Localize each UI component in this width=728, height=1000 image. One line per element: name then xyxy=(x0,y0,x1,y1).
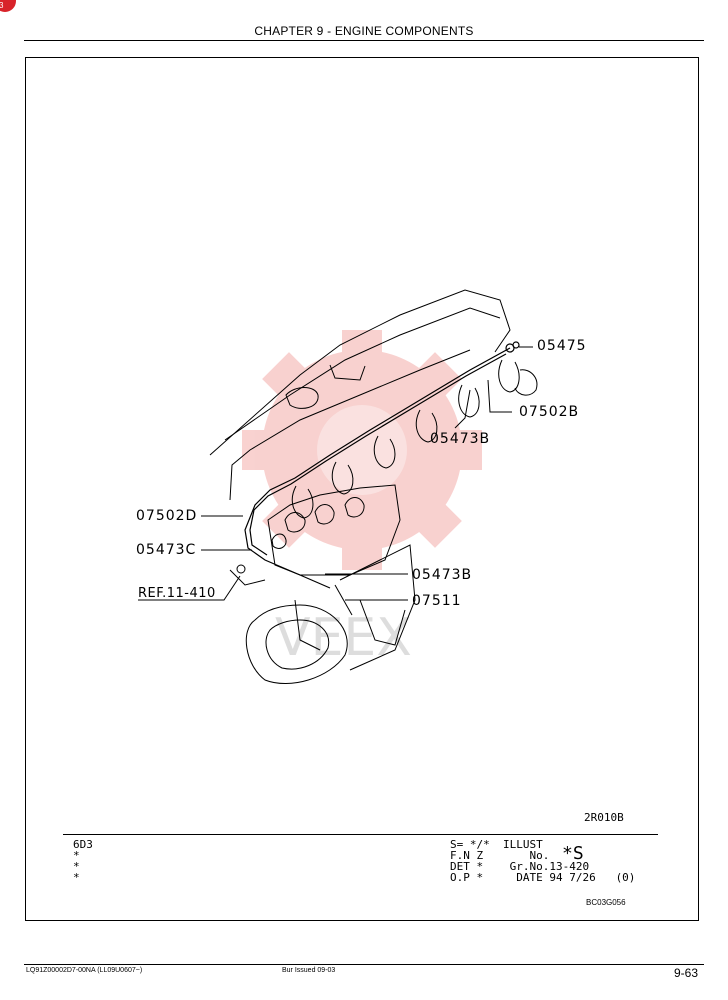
issue-info: Bur Issued 09-03 xyxy=(282,967,336,974)
corner-badge: 3 xyxy=(0,0,16,12)
title-block-separator xyxy=(63,834,658,835)
title-block-left: 6D3 * * * xyxy=(73,839,93,883)
injector-group xyxy=(291,359,538,519)
title-block-line-2: F.N Z No. xyxy=(450,849,550,862)
illust-no-value: *S xyxy=(562,843,584,864)
doc-code: LQ91Z00002D7-00NA (LL09U0607~) xyxy=(26,967,143,974)
fuel-rail xyxy=(244,341,520,589)
left-star-1: * xyxy=(73,849,80,862)
engine-outline xyxy=(209,289,511,684)
leader-lines xyxy=(138,346,533,616)
left-star-2: * xyxy=(73,860,80,873)
model-code: 6D3 xyxy=(73,838,93,851)
part-label-05475: 05475 xyxy=(537,338,587,354)
part-label-07511: 07511 xyxy=(412,593,462,609)
title-block-line-4: O.P * DATE 94 7/26 (0) xyxy=(450,871,636,884)
illustration-frame xyxy=(25,57,699,921)
part-label-07502d: 07502D xyxy=(136,508,198,524)
part-label-05473b-top: 05473B xyxy=(430,431,491,447)
part-label-05473b-bottom: 05473B xyxy=(412,567,473,583)
header-rule xyxy=(24,40,704,41)
drawing-number: BC03G056 xyxy=(586,898,626,907)
part-label-07502b: 07502B xyxy=(519,404,580,420)
footer-rule xyxy=(24,964,704,965)
page-number: 9-63 xyxy=(673,966,698,980)
title-block-line-1: S= */* ILLUST xyxy=(450,838,543,851)
watermark-text: VEEX xyxy=(275,608,412,668)
ref-label: REF.11-410 xyxy=(138,586,216,601)
chapter-title: CHAPTER 9 - ENGINE COMPONENTS xyxy=(254,24,474,38)
illustration-code: 2R010B xyxy=(584,811,624,824)
title-block-right: S= */* ILLUST F.N Z No. DET * Gr.No.13-4… xyxy=(450,839,635,883)
watermark-gear xyxy=(242,330,482,570)
title-block-line-3: DET * Gr.No.13-420 xyxy=(450,860,590,873)
left-star-3: * xyxy=(73,871,80,884)
part-label-05473c: 05473C xyxy=(136,542,197,558)
